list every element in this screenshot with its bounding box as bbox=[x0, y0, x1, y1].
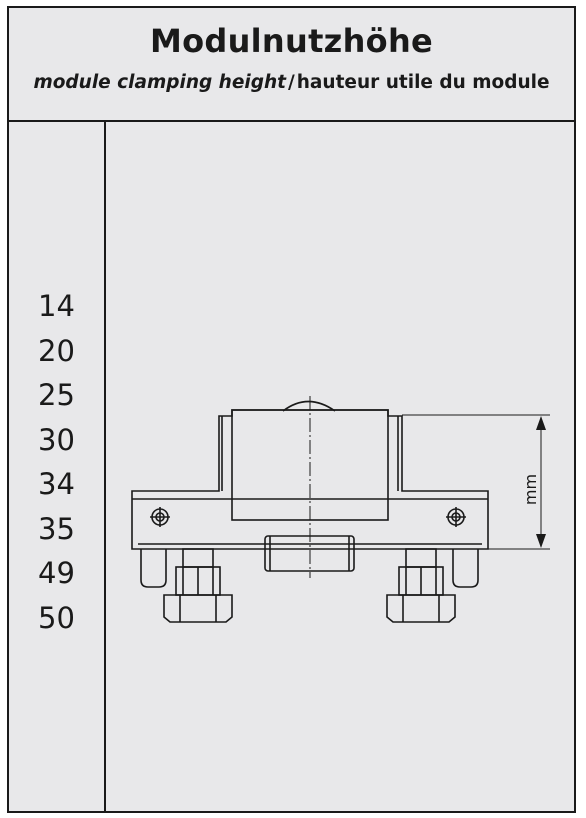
height-values-column: 14 20 25 30 34 35 49 50 bbox=[9, 120, 106, 811]
subtitle: module clamping height/hauteur utile du … bbox=[9, 72, 574, 93]
subtitle-french: hauteur utile du module bbox=[296, 72, 550, 93]
height-value: 50 bbox=[38, 600, 75, 635]
page-title: Modulnutzhöhe bbox=[149, 22, 434, 60]
header: Modulnutzhöhe module clamping height/hau… bbox=[9, 8, 574, 122]
top-dome bbox=[282, 400, 336, 412]
height-value: 35 bbox=[38, 511, 75, 546]
left-outer-pin bbox=[140, 549, 167, 588]
dimension-unit-label: mm bbox=[521, 473, 541, 506]
table-frame: Modulnutzhöhe module clamping height/hau… bbox=[7, 6, 576, 813]
height-value: 20 bbox=[38, 333, 75, 368]
height-value: 34 bbox=[38, 467, 75, 501]
height-value: 14 bbox=[38, 289, 75, 323]
height-values-list: 14 20 25 30 34 35 49 50 bbox=[9, 284, 106, 640]
subtitle-separator: / bbox=[288, 72, 295, 93]
height-value: 49 bbox=[38, 556, 75, 590]
left-clamp-top bbox=[182, 548, 214, 568]
right-clamp-top bbox=[405, 548, 437, 568]
right-outer-pin bbox=[452, 549, 479, 588]
subtitle-english: module clamping height bbox=[33, 72, 286, 93]
height-value: 25 bbox=[38, 378, 75, 412]
height-value: 30 bbox=[38, 422, 75, 457]
